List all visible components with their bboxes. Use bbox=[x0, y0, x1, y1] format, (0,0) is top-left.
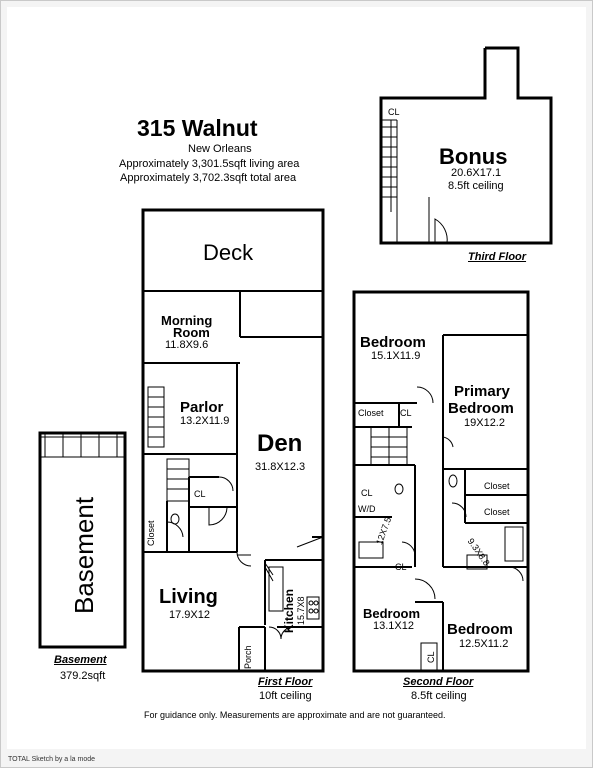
property-title: 315 Walnut bbox=[137, 115, 258, 141]
first-floor-closet-label: Closet bbox=[146, 520, 156, 546]
floor-plan-sheet: 315 Walnut New Orleans Approximately 3,3… bbox=[7, 7, 586, 749]
closet-right-1-label: Closet bbox=[484, 481, 510, 491]
first-floor-outline bbox=[141, 208, 325, 673]
disclaimer-text: For guidance only. Measurements are appr… bbox=[144, 710, 446, 720]
closet-left-label: Closet bbox=[358, 408, 384, 418]
primary-bedroom-dims: 19X12.2 bbox=[464, 417, 505, 429]
primary-bedroom-name-line2: Bedroom bbox=[448, 400, 514, 417]
basement-area: 379.2sqft bbox=[60, 670, 106, 682]
bedroom-top-dims: 15.1X11.9 bbox=[371, 350, 421, 362]
cl-bath-label: CL bbox=[395, 562, 407, 572]
bonus-room-dims: 20.6X17.1 bbox=[451, 167, 502, 179]
software-credit: TOTAL Sketch by a la mode bbox=[8, 756, 96, 763]
morning-room-name-line2: Room bbox=[173, 325, 210, 340]
first-floor-label: First Floor bbox=[258, 676, 313, 688]
bonus-room-ceiling: 8.5ft ceiling bbox=[448, 180, 504, 192]
kitchen-dims: 15.7X8 bbox=[296, 596, 306, 625]
parlor-dims: 13.2X11.9 bbox=[180, 415, 230, 427]
cl-bottom-label: CL bbox=[426, 651, 436, 663]
cl-top-label: CL bbox=[400, 408, 412, 418]
basement-label: Basement bbox=[54, 654, 107, 666]
washer-dryer-label: W/D bbox=[358, 504, 376, 514]
bonus-room-name: Bonus bbox=[439, 144, 508, 169]
living-area-text: Approximately 3,301.5sqft living area bbox=[119, 158, 300, 170]
den-dims: 31.8X12.3 bbox=[255, 461, 306, 473]
deck-label: Deck bbox=[203, 240, 254, 265]
first-floor-cl-label: CL bbox=[194, 489, 206, 499]
second-floor-outline bbox=[352, 290, 530, 673]
parlor-name: Parlor bbox=[180, 399, 224, 416]
floor-plan-drawing bbox=[38, 46, 553, 673]
property-city: New Orleans bbox=[188, 143, 252, 155]
total-area-text: Approximately 3,702.3sqft total area bbox=[120, 172, 297, 184]
bedroom-br-dims: 12.5X11.2 bbox=[459, 638, 509, 650]
morning-room-dims: 11.8X9.6 bbox=[165, 339, 209, 351]
bedroom-top-name: Bedroom bbox=[360, 334, 426, 351]
basement-outline bbox=[38, 431, 127, 649]
bedroom-br-name: Bedroom bbox=[447, 621, 513, 638]
morning-room-name-line1: Morning bbox=[161, 313, 213, 328]
third-floor-label: Third Floor bbox=[468, 251, 527, 263]
bedroom-bl-name: Bedroom bbox=[363, 606, 421, 621]
first-floor-ceiling: 10ft ceiling bbox=[259, 690, 312, 702]
closet-right-2-label: Closet bbox=[484, 507, 510, 517]
primary-bedroom-name-line1: Primary bbox=[454, 383, 510, 400]
den-name: Den bbox=[257, 430, 303, 457]
second-floor-label: Second Floor bbox=[403, 676, 474, 688]
third-floor-closet-label: CL bbox=[388, 107, 400, 117]
porch-label: Porch bbox=[243, 645, 253, 669]
cl-mid-label: CL bbox=[361, 488, 373, 498]
living-name: Living bbox=[159, 586, 218, 608]
living-dims: 17.9X12 bbox=[169, 609, 210, 621]
bedroom-bl-dims: 13.1X12 bbox=[373, 620, 414, 632]
third-floor-outline bbox=[379, 46, 553, 245]
basement-name: Basement bbox=[69, 496, 99, 614]
kitchen-name: Kitchen bbox=[282, 588, 296, 633]
second-floor-ceiling: 8.5ft ceiling bbox=[411, 690, 467, 702]
